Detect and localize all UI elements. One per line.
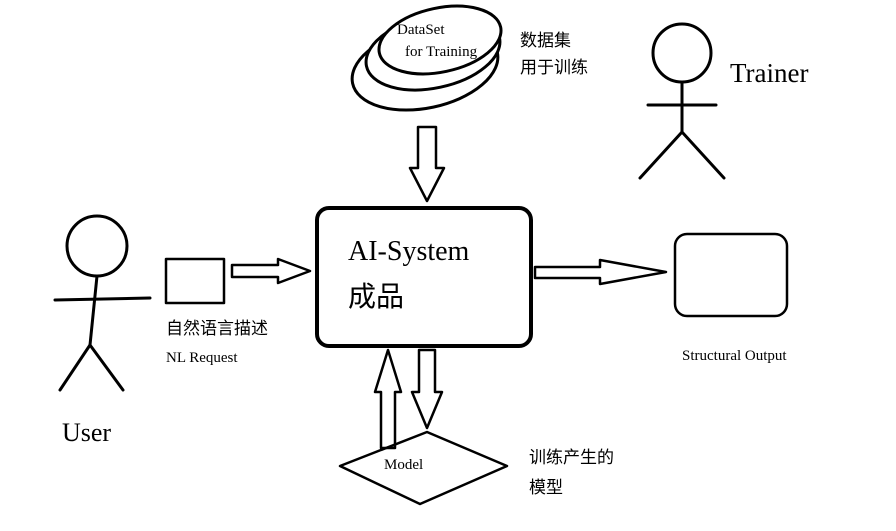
- user-label: User: [62, 418, 112, 447]
- dataset-label-line1: DataSet: [397, 22, 445, 38]
- user-caption-line2: NL Request: [166, 350, 238, 366]
- trainer-left-leg: [638, 130, 684, 180]
- user-arms: [53, 296, 152, 302]
- model-diamond: [338, 430, 509, 506]
- arrow-dataset-to-system: [408, 125, 446, 203]
- model-label: Model: [384, 457, 424, 473]
- arrow-request-to-system: [230, 257, 312, 285]
- arrow-system-to-model: [410, 348, 444, 430]
- dataset-caption-line1: 数据集: [520, 31, 571, 51]
- trainer-head: [651, 22, 713, 84]
- output-box: [673, 232, 789, 318]
- model-caption-line1: 训练产生的: [529, 448, 614, 468]
- output-label: Structural Output: [682, 348, 787, 364]
- dataset-caption-line2: 用于训练: [520, 58, 588, 78]
- ai-system-box: [315, 206, 533, 348]
- nl-request-box: [164, 257, 226, 305]
- user-body: [88, 274, 99, 347]
- arrow-model-to-system: [373, 348, 403, 450]
- dataset-stack: [350, 4, 503, 112]
- ai-system-title: AI-System: [348, 236, 470, 267]
- user-figure: [53, 214, 152, 392]
- user-left-leg: [58, 343, 92, 392]
- user-caption-line1: 自然语言描述: [166, 319, 268, 339]
- trainer-figure: [638, 22, 726, 180]
- user-head: [65, 214, 129, 278]
- ai-system-subtitle: 成品: [348, 280, 405, 313]
- trainer-right-leg: [680, 130, 726, 180]
- dataset-ellipse-front: [377, 4, 503, 76]
- arrow-system-to-output: [533, 258, 668, 286]
- trainer-label-clip: Trainer: [730, 60, 818, 92]
- trainer-label: Trainer: [730, 60, 809, 88]
- model-caption-line2: 模型: [529, 478, 563, 498]
- dataset-label-line2: for Training: [405, 44, 478, 60]
- user-right-leg: [88, 343, 125, 392]
